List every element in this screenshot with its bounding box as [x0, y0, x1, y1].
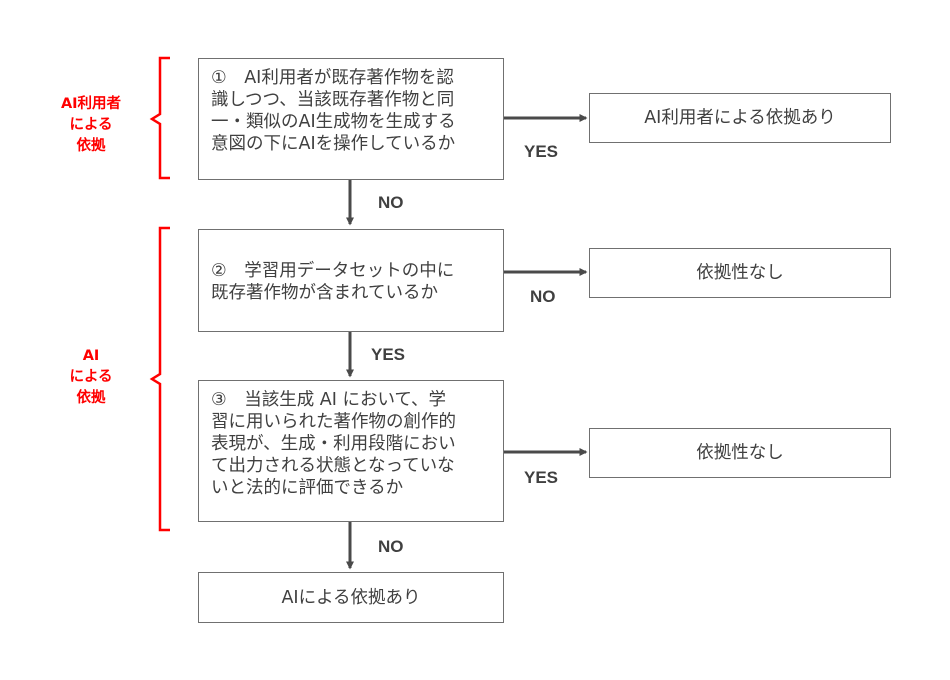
question-1-line: 意図の下にAIを操作しているか: [211, 134, 456, 154]
question-1-line: ① AI利用者が既存著作物を認: [211, 68, 454, 88]
question-1-line: 識しつつ、当該既存著作物と同: [211, 90, 455, 110]
question-3-line: いと法的に評価できるか: [211, 478, 404, 498]
result-user-reliance-box: AI利用者による依拠あり: [589, 93, 891, 143]
side-label-ai-line: AI: [82, 348, 100, 364]
side-label-ai: AI による 依拠: [38, 346, 144, 409]
edge-label-q3-no: NO: [378, 537, 404, 556]
question-1-box: ① AI利用者が既存著作物を認 識しつつ、当該既存著作物と同 一・類似のAI生成…: [198, 58, 504, 180]
edge-label-q3-yes: YES: [524, 468, 559, 487]
question-3-line: 習に用いられた著作物の創作的: [211, 412, 456, 432]
bracket-ai: [149, 226, 170, 532]
result-ai-reliance-text: AIによる依拠あり: [281, 587, 421, 608]
edge-label-q1-no: NO: [378, 193, 404, 212]
question-3-line: て出力される状態となっていな: [211, 456, 455, 476]
side-label-ai-line: による: [69, 369, 113, 385]
result-no-reliance-box: 依拠性なし: [589, 248, 891, 298]
side-label-user: AI利用者 による 依拠: [38, 94, 144, 157]
question-1-line: 一・類似のAI生成物を生成する: [211, 112, 456, 132]
edge-label-q2-no: NO: [530, 287, 556, 306]
side-label-user-line: による: [69, 117, 113, 133]
side-label-user-line: 依拠: [76, 138, 106, 154]
question-3-line: 表現が、生成・利用段階におい: [211, 434, 456, 454]
result-no-reliance-box-2: 依拠性なし: [589, 428, 891, 478]
edge-label-q1-yes: YES: [524, 142, 559, 161]
result-user-reliance-text: AI利用者による依拠あり: [644, 108, 836, 128]
question-2-line: 既存著作物が含まれているか: [211, 283, 438, 303]
result-ai-reliance-box: AIによる依拠あり: [198, 572, 504, 623]
result-no-reliance-text-2: 依拠性なし: [696, 443, 784, 463]
question-2-box: ② 学習用データセットの中に 既存著作物が含まれているか: [198, 229, 504, 332]
side-label-user-line: AI利用者: [60, 96, 122, 112]
edge-label-q2-yes: YES: [371, 345, 406, 364]
side-label-ai-line: 依拠: [76, 390, 106, 406]
result-no-reliance-text: 依拠性なし: [696, 263, 784, 283]
question-2-line: ② 学習用データセットの中に: [211, 261, 455, 281]
bracket-user: [149, 56, 170, 180]
question-3-line: ③ 当該生成 AI において、学: [211, 390, 447, 410]
question-3-box: ③ 当該生成 AI において、学 習に用いられた著作物の創作的 表現が、生成・利…: [198, 380, 504, 522]
